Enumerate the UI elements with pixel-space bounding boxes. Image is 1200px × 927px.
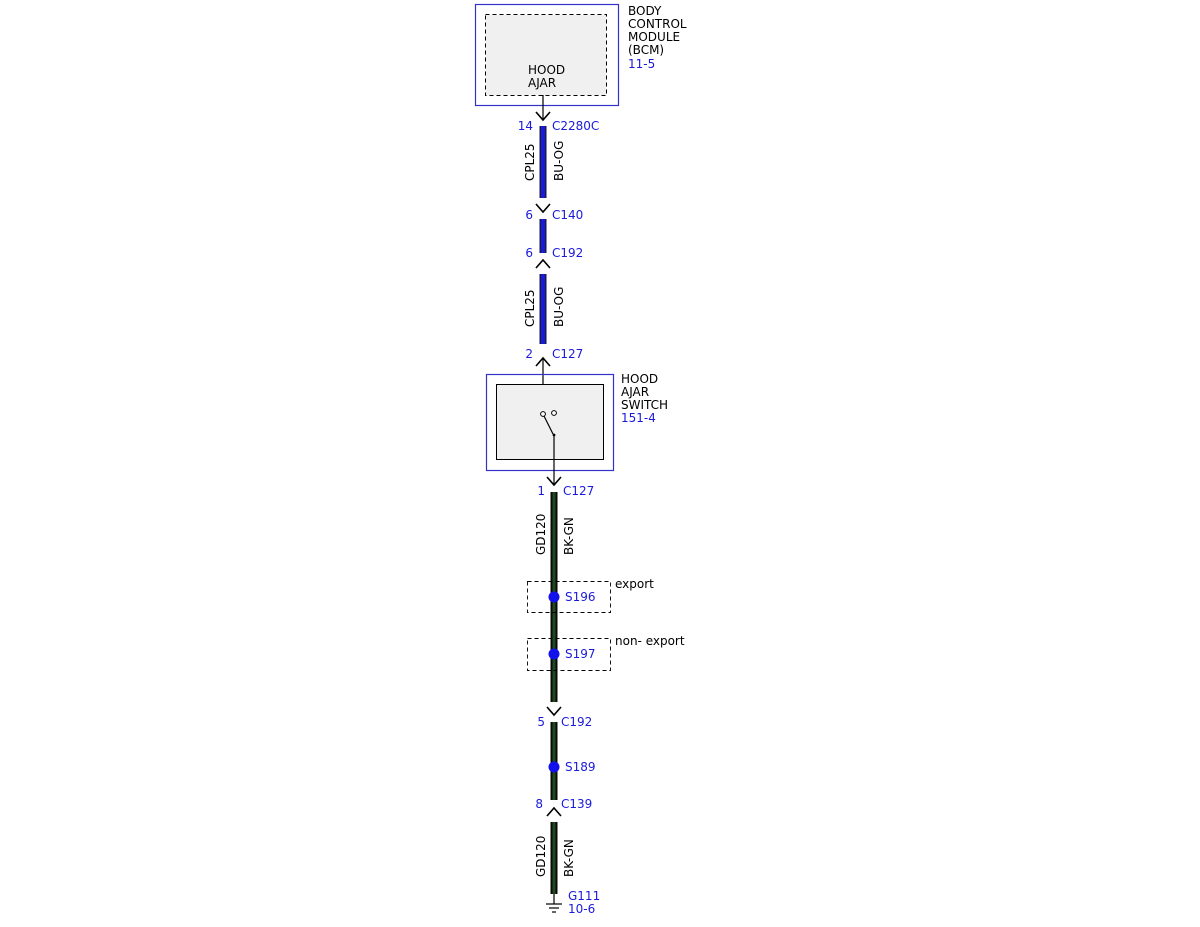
bcm-label-line: CONTROL [628, 17, 687, 31]
wire-color-w4: BK-GN [562, 839, 576, 877]
switch-label-line: AJAR [621, 385, 649, 399]
bcm-label-line: MODULE [628, 30, 680, 44]
splice-name-s196[interactable]: S196 [565, 590, 596, 604]
wire-core [552, 722, 556, 800]
wire-segment-4[interactable] [550, 822, 558, 894]
connector-name-c127a[interactable]: C127 [552, 347, 583, 361]
wire-core [541, 219, 545, 253]
ground-icon [546, 894, 562, 913]
wire-segment-2[interactable] [539, 274, 547, 344]
connector-arrow-down-icon [535, 203, 551, 214]
splice-dot-icon [548, 591, 560, 603]
bcm-label-line: BODY [628, 4, 662, 18]
bcm-outer-frame [474, 3, 620, 107]
ground-page-ref[interactable]: 10-6 [568, 902, 595, 916]
circuit-id-w2: CPL25 [523, 289, 537, 327]
connector-pin-c140: 6 [525, 208, 533, 222]
option-box-export [527, 581, 611, 613]
connector-pin-c127b: 1 [537, 484, 545, 498]
connector-name-c192b[interactable]: C192 [561, 715, 592, 729]
connector-pin-c127a: 2 [525, 347, 533, 361]
bcm-pin-label-line: HOOD [528, 63, 565, 77]
connector-name-c192a[interactable]: C192 [552, 246, 583, 260]
option-label-export: export [615, 577, 654, 591]
wire-core [541, 126, 545, 198]
connector-arrow-down-icon [546, 706, 562, 717]
wire-color-w2: BU-OG [552, 287, 566, 327]
hood-ajar-switch-block[interactable] [485, 373, 615, 472]
connector-arrow-up-icon [546, 806, 562, 817]
connector-name-c139[interactable]: C139 [561, 797, 592, 811]
wire-core [552, 822, 556, 894]
splice-dot-icon [548, 648, 560, 660]
switch-outer-frame [485, 373, 615, 472]
wire-segment-1[interactable] [539, 126, 547, 198]
connector-arrow-up-icon [535, 258, 551, 269]
ground-name[interactable]: G111 [568, 889, 600, 903]
bcm-label-line: (BCM) [628, 43, 664, 57]
wire-color-w3: BK-GN [562, 517, 576, 555]
circuit-id-w1: CPL25 [523, 143, 537, 181]
connector-pin-c192b: 5 [537, 715, 545, 729]
circuit-id-w3: GD120 [534, 514, 548, 555]
option-label-non-export: non- export [615, 634, 685, 648]
bcm-inner-frame [485, 14, 607, 96]
splice-name-s189[interactable]: S189 [565, 760, 596, 774]
wire-segment-3b[interactable] [550, 722, 558, 800]
connector-pin-c2280c: 14 [518, 119, 533, 133]
connector-pin-c192a: 6 [525, 246, 533, 260]
wire-core [541, 274, 545, 344]
connector-pin-c139: 8 [535, 797, 543, 811]
connector-name-c127b[interactable]: C127 [563, 484, 594, 498]
bcm-page-ref[interactable]: 11-5 [628, 57, 655, 71]
connector-arrow-down-icon [546, 476, 562, 487]
wire-segment-1b[interactable] [539, 219, 547, 253]
bcm-pin-label-line: AJAR [528, 76, 556, 90]
wire-color-w1: BU-OG [552, 141, 566, 181]
splice-dot-icon [548, 761, 560, 773]
option-box-non-export [527, 638, 611, 671]
bcm-block[interactable]: HOOD AJAR [474, 3, 620, 107]
switch-label-line: HOOD [621, 372, 658, 386]
splice-name-s197[interactable]: S197 [565, 647, 596, 661]
connector-name-c2280c[interactable]: C2280C [552, 119, 599, 133]
switch-inner-frame [496, 384, 604, 460]
circuit-id-w4: GD120 [534, 836, 548, 877]
connector-name-c140[interactable]: C140 [552, 208, 583, 222]
connector-arrow-down-icon [535, 111, 551, 122]
switch-page-ref[interactable]: 151-4 [621, 411, 656, 425]
switch-label-line: SWITCH [621, 398, 668, 412]
switch-contact-icon [540, 410, 557, 437]
